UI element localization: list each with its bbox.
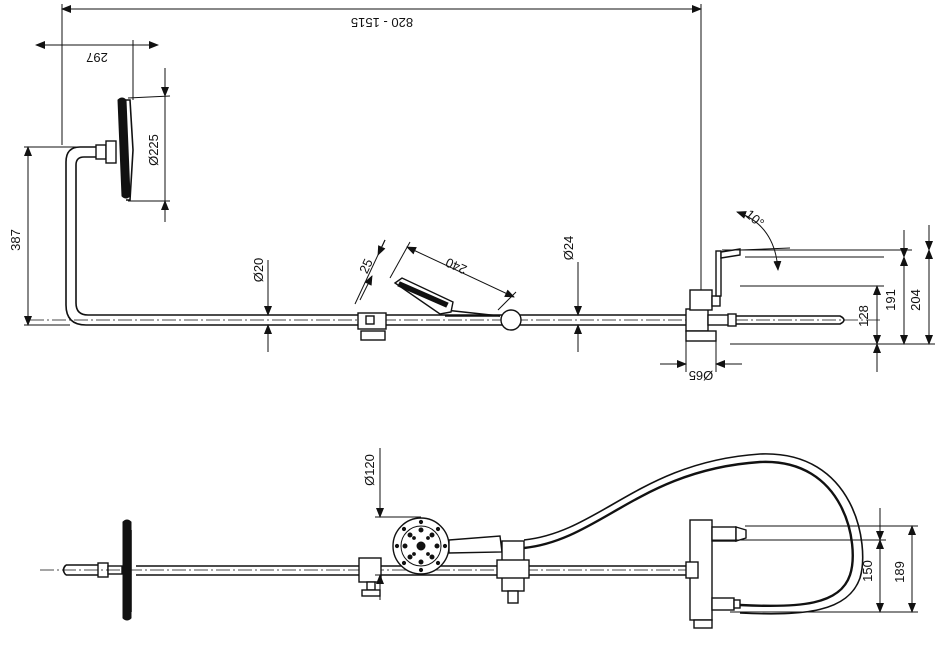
dim-128-label: 128 bbox=[856, 305, 871, 327]
hose-diameter-dimension: Ø24 bbox=[561, 236, 582, 352]
handshower-length-dimension: 240 bbox=[389, 241, 517, 311]
hose-diameter-label: Ø24 bbox=[561, 236, 576, 261]
side-elevation-view: 820 - 1515 297 387 bbox=[8, 4, 935, 383]
shower-hose bbox=[523, 460, 854, 608]
plan-view: Ø120 150 189 bbox=[40, 448, 918, 629]
head-diameter-label: Ø225 bbox=[146, 134, 161, 166]
handshower-side bbox=[393, 277, 454, 315]
arm-projection-dimension: 297 bbox=[35, 40, 159, 145]
dim-191-label: 191 bbox=[883, 289, 898, 311]
thermostatic-mixer-side bbox=[685, 248, 845, 342]
slider-plan bbox=[496, 540, 530, 604]
handshower-diameter-dimension: Ø120 bbox=[362, 448, 421, 600]
rain-head-plan bbox=[122, 519, 132, 621]
arm-height-dimension: 387 bbox=[8, 146, 95, 326]
rail-diameter-label: Ø20 bbox=[251, 258, 266, 283]
thermostatic-mixer-plan bbox=[685, 519, 747, 629]
plan-height-dimensions: 150 189 bbox=[712, 508, 918, 613]
rosette-diameter-dimension: Ø65 bbox=[660, 341, 742, 383]
rosette-diameter-label: Ø65 bbox=[689, 368, 714, 383]
dim-204-label: 204 bbox=[908, 289, 923, 311]
rain-shower-head bbox=[105, 97, 134, 201]
handshower-tilt-dimension: 25 bbox=[354, 239, 386, 305]
arm-projection-label: 297 bbox=[86, 50, 108, 65]
handshower-front bbox=[392, 517, 503, 575]
dim-150-label: 150 bbox=[860, 560, 875, 582]
rail-diameter-dimension: Ø20 bbox=[251, 258, 272, 352]
mixer-angle-dimension: 10° bbox=[736, 206, 791, 271]
rail-clamp-bracket bbox=[357, 312, 387, 341]
handshower-length-label: 240 bbox=[443, 255, 469, 278]
overall-width-dimension: 820 - 1515 bbox=[61, 4, 702, 310]
arm-connector-nut bbox=[95, 144, 107, 160]
shower-arm-pipe bbox=[65, 146, 360, 326]
mixer-height-dimensions: 128 191 204 bbox=[722, 225, 935, 372]
handshower-holder bbox=[444, 309, 522, 331]
head-diameter-dimension: Ø225 bbox=[127, 68, 171, 222]
handshower-diameter-label: Ø120 bbox=[362, 454, 377, 486]
mixer-angle-label: 10° bbox=[743, 206, 768, 230]
overall-width-label: 820 - 1515 bbox=[351, 15, 413, 30]
dim-189-label: 189 bbox=[892, 561, 907, 583]
handshower-tilt-label: 25 bbox=[356, 256, 376, 275]
arm-height-label: 387 bbox=[8, 229, 23, 251]
rail-clamp-plan bbox=[358, 557, 382, 597]
